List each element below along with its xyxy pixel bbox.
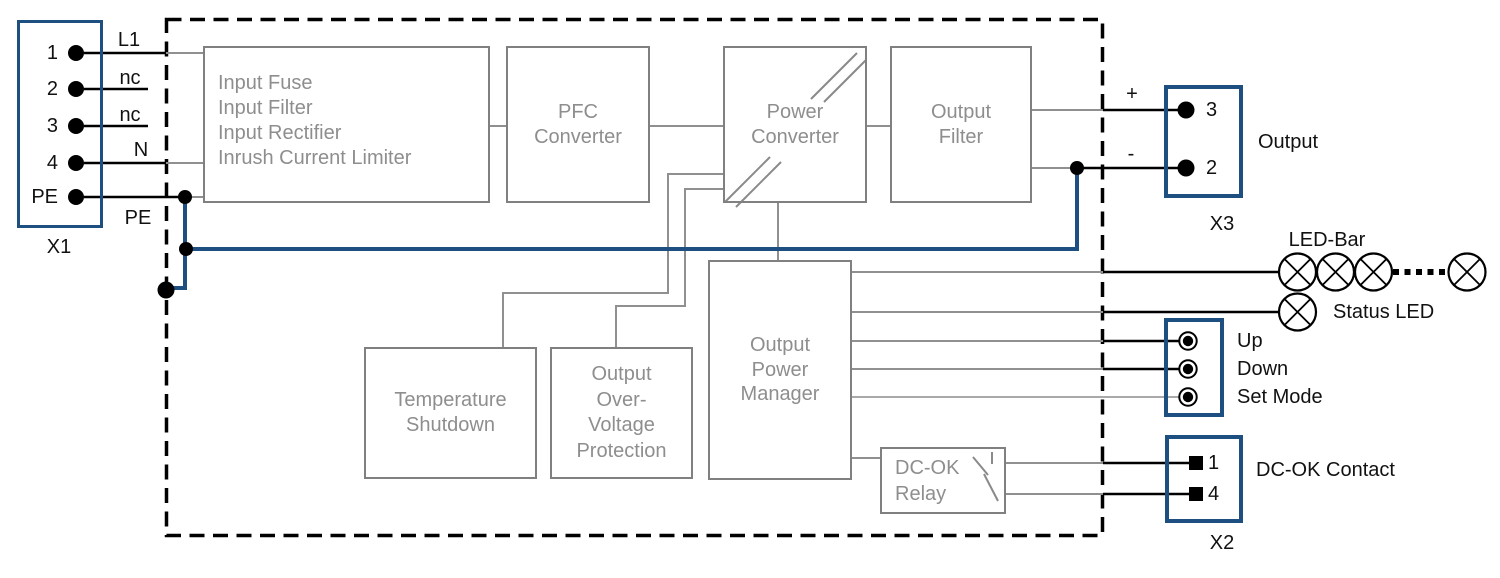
block-line: Over- — [596, 388, 647, 411]
block-line: Voltage — [588, 414, 655, 436]
block-line: Converter — [751, 125, 839, 148]
block-line: Shutdown — [406, 414, 495, 436]
x1-pin3-dot — [68, 118, 84, 134]
led-bar-lamp-3-icon — [1353, 252, 1394, 292]
block-line: Input Filter — [218, 97, 313, 119]
x1-pin3-label: 3 — [46, 115, 58, 137]
dc-ok-contact-label: DC-OK Contact — [1256, 459, 1395, 481]
block-line: Inrush Current Limiter — [218, 147, 412, 169]
x3-pin2-label: 2 — [1206, 157, 1218, 179]
led-bar-lamp-1-icon — [1277, 252, 1318, 292]
slash-top-right-2 — [823, 59, 867, 103]
button-panel-box — [1164, 318, 1224, 417]
block-line: Output — [749, 334, 811, 357]
down-button-core — [1182, 363, 1194, 375]
x3-pin2-dot — [1177, 159, 1195, 177]
wire-label-l1: L1 — [117, 29, 141, 51]
led-bar-lamp-last-icon — [1447, 252, 1487, 292]
dc-ok-relay-block: DC-OK Relay — [880, 447, 1006, 514]
block-line: Protection — [576, 439, 667, 462]
pfc-converter-block: PFC Converter — [506, 46, 650, 203]
block-line: Converter — [534, 125, 622, 148]
pe-branch-junction-dot — [179, 242, 193, 256]
relay-contact-lever-top — [972, 456, 989, 476]
pe-ground-trace-return — [186, 168, 1079, 251]
output-title-label: Output — [1258, 131, 1319, 153]
down-button-label: Down — [1237, 358, 1289, 380]
output-filter-block: Output Filter — [890, 46, 1032, 203]
block-line: Input Fuse — [218, 72, 313, 94]
x1-pin4-dot — [68, 155, 84, 171]
pe-ground-trace-down — [167, 197, 187, 290]
x3-pin3-label: 3 — [1206, 99, 1218, 121]
led-bar-lamp-2-icon — [1315, 252, 1356, 292]
x1-pin4-label: 4 — [46, 152, 58, 174]
up-button-icon[interactable] — [1178, 331, 1198, 351]
block-line: Power — [751, 358, 809, 381]
x2-pin1-label: 1 — [1208, 452, 1220, 474]
set-mode-button-core — [1182, 391, 1194, 403]
up-button-core — [1182, 335, 1194, 347]
status-led-label: Status LED — [1333, 301, 1435, 323]
chassis-ground-dot — [157, 281, 175, 299]
block-line: Relay — [895, 482, 947, 505]
wire-label-pe: PE — [124, 207, 152, 229]
x3-pin3-dot — [1177, 101, 1195, 119]
x1-connector-box — [17, 20, 103, 228]
set-mode-button-label: Set Mode — [1237, 386, 1323, 408]
x1-pin-pe-dot — [68, 189, 84, 205]
block-line: Input Rectifier — [218, 122, 342, 144]
output-power-manager-block: Output Power Manager — [708, 260, 852, 480]
slash-bottom-left-1 — [724, 156, 771, 203]
block-line: Output — [930, 100, 992, 123]
x2-pin1-square — [1189, 456, 1203, 470]
x1-connector-name: X1 — [46, 236, 72, 258]
x1-pin2-dot — [68, 81, 84, 97]
led-bar-label: LED-Bar — [1288, 229, 1366, 251]
output-over-voltage-protection-block: Output Over- Voltage Protection — [550, 347, 693, 479]
x1-pin2-label: 2 — [46, 78, 58, 100]
block-line: DC-OK — [895, 456, 960, 479]
temperature-shutdown-block: Temperature Shutdown — [364, 347, 537, 479]
x2-connector-name: X2 — [1209, 532, 1235, 554]
x1-pin1-dot — [68, 45, 84, 61]
x2-connector-box — [1165, 435, 1243, 523]
block-line: Filter — [938, 125, 984, 148]
relay-contact-lever-bottom — [983, 473, 999, 502]
input-stage-block: Input Fuse Input Filter Input Rectifier … — [203, 46, 490, 203]
polarity-minus-label: - — [1127, 143, 1135, 165]
x3-connector-box — [1164, 85, 1243, 198]
down-button-icon[interactable] — [1178, 359, 1198, 379]
block-line: Output — [591, 363, 652, 385]
wire-power-to-temperature-shutdown — [502, 173, 723, 347]
up-button-label: Up — [1237, 330, 1263, 352]
block-line: Temperature — [394, 389, 507, 411]
block-line: Manager — [740, 383, 820, 406]
polarity-plus-label: + — [1126, 83, 1138, 105]
enclosure-dashed-border — [164, 17, 1105, 538]
status-led-lamp-icon — [1277, 292, 1318, 332]
relay-contact-icon — [972, 452, 999, 502]
slash-top-right-1 — [810, 52, 858, 100]
block-line: PFC — [558, 100, 598, 123]
minus-junction-dot — [1070, 161, 1084, 175]
x2-pin4-square — [1189, 487, 1203, 501]
wire-power-to-ovp — [615, 188, 723, 347]
wire-label-nc2: nc — [119, 104, 141, 126]
block-line: Power — [766, 100, 824, 123]
set-mode-button-icon[interactable] — [1178, 387, 1198, 407]
wire-label-nc1: nc — [119, 67, 141, 89]
x1-pin1-label: 1 — [46, 42, 58, 64]
isolation-slash-icon — [724, 52, 867, 208]
x3-connector-name: X3 — [1209, 213, 1235, 235]
slash-bottom-left-2 — [735, 161, 782, 208]
pe-junction-dot — [178, 190, 192, 204]
power-converter-block: Power Converter — [723, 46, 867, 203]
x1-pin-pe-label: PE — [31, 186, 58, 208]
wire-label-n: N — [133, 139, 149, 161]
x2-pin4-label: 4 — [1208, 483, 1220, 505]
